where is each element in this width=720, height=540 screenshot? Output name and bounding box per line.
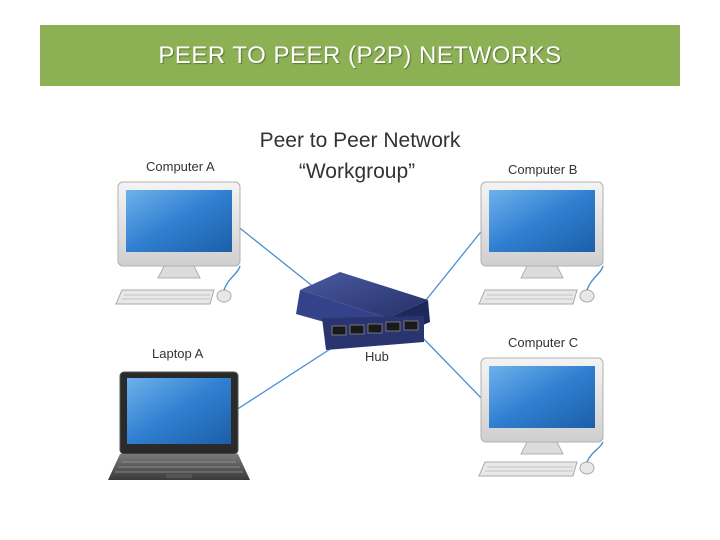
monitor-icon xyxy=(480,357,604,455)
diagram-heading-line1: Peer to Peer Network xyxy=(260,129,461,152)
label-computer-c: Computer C xyxy=(508,335,578,350)
monitor-icon xyxy=(117,181,241,279)
title-bar: PEER TO PEER (P2P) NETWORKS xyxy=(40,25,680,86)
mouse-icon xyxy=(216,265,241,303)
keyboard-icon xyxy=(478,461,578,477)
keyboard-icon xyxy=(115,289,215,305)
hub-icon xyxy=(296,272,430,350)
keyboard-icon xyxy=(478,289,578,305)
computer-a xyxy=(115,181,241,305)
computer-b xyxy=(478,181,604,305)
label-computer-b: Computer B xyxy=(508,162,577,177)
cable-laptop-a-hub xyxy=(235,343,339,411)
label-laptop-a: Laptop A xyxy=(152,346,204,361)
computer-c xyxy=(478,357,604,477)
hub xyxy=(296,272,430,350)
monitor-icon xyxy=(480,181,604,279)
cable-computer-c-hub xyxy=(419,334,489,406)
label-hub: Hub xyxy=(365,349,389,364)
label-computer-a: Computer A xyxy=(146,159,215,174)
mouse-icon xyxy=(579,441,604,475)
diagram-heading-line2: “Workgroup” xyxy=(299,160,415,183)
mouse-icon xyxy=(579,265,604,303)
laptop-a xyxy=(108,371,250,480)
laptop-icon xyxy=(108,371,250,480)
slide-title: PEER TO PEER (P2P) NETWORKS xyxy=(158,41,562,69)
